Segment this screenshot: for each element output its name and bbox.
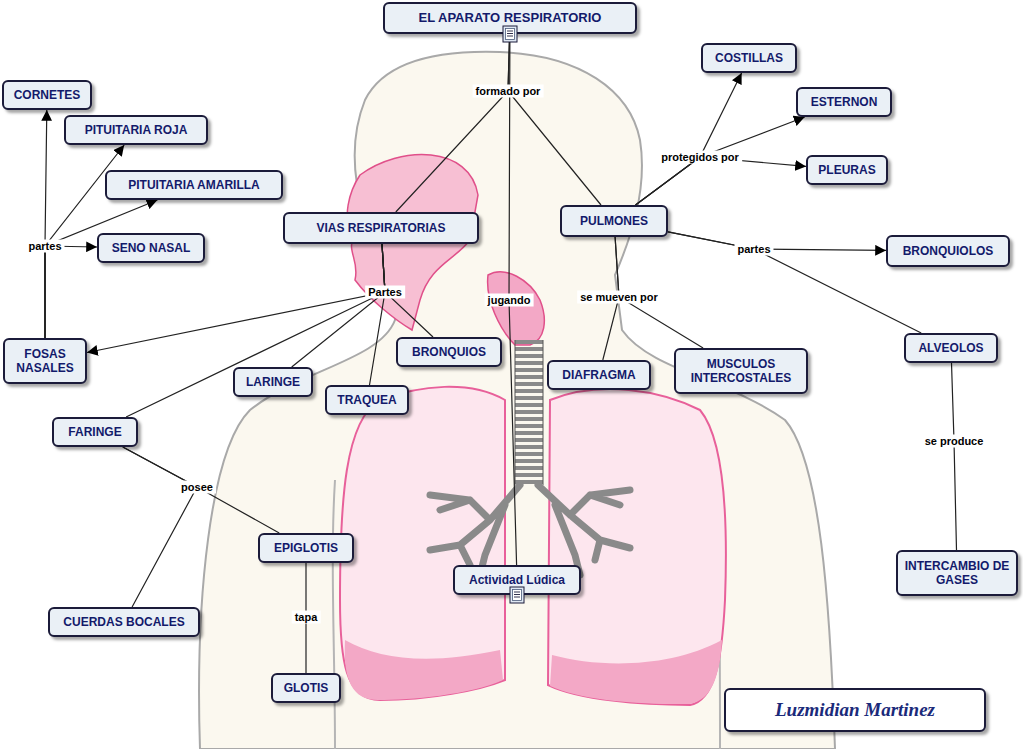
concept-box: FARINGE [52, 417, 138, 447]
bronchi [538, 485, 630, 575]
concept-text: CUERDAS BOCALES [63, 615, 184, 629]
concept-box: SENO NASAL [97, 233, 205, 263]
concept-text: PLEURAS [818, 163, 875, 177]
concept-text: BRONQUIOLOS [903, 244, 994, 258]
concept-box: PITUITARIA AMARILLA [105, 170, 283, 200]
concept-box: INTERCAMBIO DE GASES [896, 550, 1018, 596]
concept-text: GLOTIS [284, 681, 329, 695]
connector [668, 232, 921, 333]
concept-text: Actividad Lúdica [469, 573, 565, 587]
link-label: formado por [473, 85, 544, 98]
concept-text: EL APARATO RESPIRATORIO [419, 11, 602, 25]
link-label: se mueven por [577, 291, 661, 304]
link-label: posee [178, 481, 216, 494]
concept-box: Actividad Lúdica [453, 565, 581, 595]
concept-text: VIAS RESPIRATORIAS [317, 221, 446, 235]
connector [636, 157, 807, 205]
concept-box: BRONQUIOLOS [886, 235, 1010, 267]
concept-text: PULMONES [580, 214, 648, 228]
concept-text: INTERCAMBIO DE GASES [904, 559, 1010, 587]
concept-text: DIAFRAGMA [562, 368, 635, 382]
concept-text: ESTERNON [811, 95, 878, 109]
concept-box: TRAQUEA [325, 385, 409, 415]
concept-box: ALVEOLOS [904, 333, 998, 363]
concept-box: CORNETES [2, 80, 92, 110]
connector [45, 200, 157, 338]
link-label: jugando [485, 294, 534, 307]
link-label: tapa [292, 611, 321, 624]
concept-text: SENO NASAL [112, 241, 191, 255]
trachea [515, 340, 543, 485]
left-lung [340, 387, 505, 700]
concept-box: BRONQUIOS [396, 337, 502, 367]
concept-text: MUSCULOS INTERCOSTALES [682, 357, 800, 385]
concept-box: LARINGE [233, 367, 313, 397]
concept-box: PLEURAS [806, 155, 888, 185]
concept-box: PITUITARIA ROJA [64, 115, 208, 145]
concept-text: EPIGLOTIS [274, 541, 338, 555]
connector [952, 363, 957, 550]
connector [396, 34, 510, 212]
body-outline [199, 52, 835, 749]
concept-text: LARINGE [246, 375, 300, 389]
connector [668, 232, 886, 251]
concept-text: BRONQUIOS [412, 345, 486, 359]
concept-box: VIAS RESPIRATORIAS [283, 212, 479, 244]
concept-text: CORNETES [14, 88, 81, 102]
concept-text: PITUITARIA ROJA [85, 123, 188, 137]
right-lung-base [550, 640, 722, 704]
concept-box: COSTILLAS [701, 43, 797, 73]
concept-text: FOSAS NASALES [11, 347, 79, 375]
document-icon [503, 26, 517, 42]
concept-box: EPIGLOTIS [258, 533, 354, 563]
link-label: protegidos por [658, 151, 742, 164]
concept-text: ALVEOLOS [918, 341, 983, 355]
concept-box: CUERDAS BOCALES [48, 607, 200, 637]
author-name: Luzmidian Martinez [775, 703, 935, 717]
trachea-edge [515, 340, 516, 485]
connector [636, 117, 805, 205]
connector [636, 73, 742, 205]
concept-box: FOSAS NASALES [3, 338, 87, 384]
concept-box: GLOTIS [271, 673, 341, 703]
concept-box: DIAFRAGMA [547, 360, 651, 390]
concept-text: PITUITARIA AMARILLA [128, 178, 260, 192]
link-label: partes [734, 243, 773, 256]
document-icon [510, 587, 524, 603]
concept-text: FARINGE [68, 425, 121, 439]
arm-line [333, 480, 335, 749]
connector [123, 447, 197, 607]
connector [370, 244, 386, 385]
concept-box: MUSCULOS INTERCOSTALES [674, 348, 808, 394]
concept-box: ESTERNON [796, 87, 892, 117]
connector [45, 246, 97, 338]
left-lung-base [345, 640, 503, 700]
link-label: Partes [365, 286, 405, 299]
concept-text: COSTILLAS [715, 51, 783, 65]
concept-box: PULMONES [560, 205, 668, 237]
trachea-edge [543, 340, 544, 485]
signature-box: Luzmidian Martinez [724, 688, 986, 732]
title-box: EL APARATO RESPIRATORIO [383, 2, 637, 34]
bronchi [430, 485, 520, 575]
concept-text: TRAQUEA [337, 393, 396, 407]
link-label: se produce [922, 435, 987, 448]
connector [292, 244, 385, 367]
pharynx [488, 272, 545, 345]
link-label: partes [25, 240, 64, 253]
connector [508, 34, 601, 205]
